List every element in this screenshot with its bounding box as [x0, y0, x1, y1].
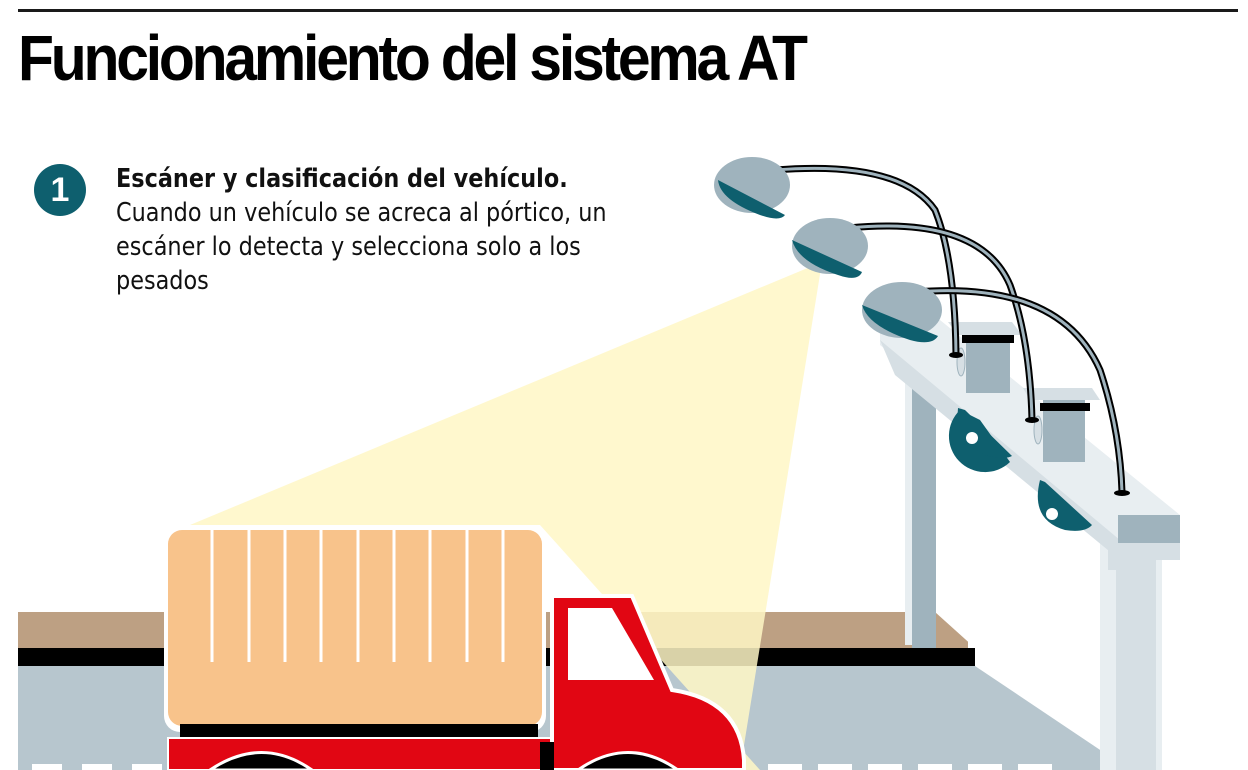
scanner-box [948, 322, 1100, 462]
step-body: Cuando un vehículo se acreca al pórtico,… [116, 198, 607, 296]
page-title: Funcionamiento del sistema AT [18, 22, 808, 94]
scanner-lamp-posts [774, 164, 1126, 493]
scanner-lamp-icon [714, 157, 942, 343]
post-bases [949, 352, 1130, 496]
step-1: 1 Escáner y clasificación del vehículo. … [34, 162, 756, 298]
top-rule [18, 9, 1238, 12]
step-title: Escáner y clasificación del vehículo. [116, 164, 568, 194]
scan-beam [190, 262, 822, 770]
truck-icon [164, 526, 746, 770]
camera-icon [948, 408, 1092, 531]
gantry-portico [880, 320, 1180, 770]
step-description: Escáner y clasificación del vehículo. Cu… [116, 162, 666, 298]
step-number-badge: 1 [34, 164, 86, 216]
